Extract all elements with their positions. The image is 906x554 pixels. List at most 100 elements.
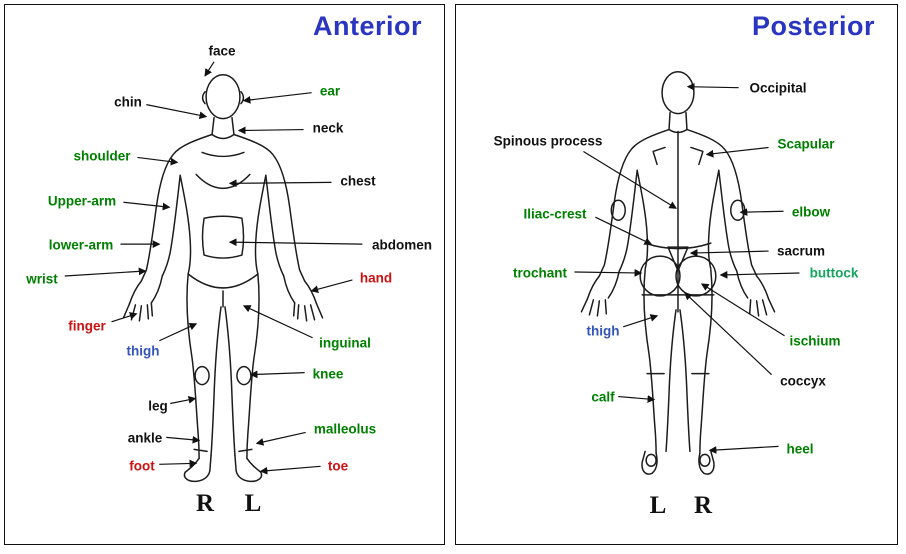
figure-path (309, 304, 316, 321)
figure-path (195, 173, 251, 190)
figure-path (596, 300, 601, 317)
figure-path (645, 453, 657, 468)
pointer-arrow (684, 292, 772, 376)
orientation-letter-l: L (649, 492, 667, 519)
pointer-arrow (146, 104, 208, 120)
figure-path (246, 273, 260, 460)
label-spinous-process: Spinous process (493, 133, 603, 149)
label-thigh: thigh (586, 323, 620, 339)
figure-path (146, 304, 150, 320)
label-chest: chest (340, 173, 376, 189)
pointer-arrow (705, 146, 769, 158)
figure-path (652, 146, 666, 166)
figure-path (699, 453, 711, 468)
pointer-arrow (574, 269, 643, 277)
figure-path (610, 199, 626, 221)
label-heel: heel (786, 441, 814, 457)
pointer-arrow (719, 270, 800, 279)
label-wrist: wrist (26, 271, 58, 287)
figure-path (665, 309, 677, 453)
figure-path (735, 270, 749, 299)
figure-path (643, 269, 657, 455)
label-knee: knee (312, 366, 344, 382)
pointer-arrow (137, 156, 179, 166)
figure-path (644, 242, 712, 250)
figure-path (748, 299, 752, 315)
figure-path (233, 133, 306, 282)
figure-path (586, 275, 601, 300)
pointer-arrow (255, 431, 306, 446)
figure-path (194, 365, 210, 386)
figure-path (179, 174, 192, 275)
figure-path (161, 174, 181, 277)
pointer-arrow (166, 435, 201, 444)
label-lower-arm: lower-arm (48, 237, 114, 253)
pointer-arrow (618, 395, 656, 403)
label-occipital: Occipital (749, 80, 807, 96)
figure-path (231, 116, 235, 136)
figure-path (667, 246, 689, 272)
pointer-arrow (249, 370, 305, 379)
figure-path (186, 273, 200, 460)
label-buttock: buttock (809, 265, 859, 281)
pointer-arrow (242, 92, 312, 104)
figure-path (201, 215, 245, 259)
label-foot: foot (129, 458, 155, 474)
figure-path (150, 302, 154, 317)
pointer-arrow (310, 279, 353, 293)
figure-path (755, 275, 770, 300)
orientation-letter-r: R (195, 490, 215, 517)
label-iliac-crest: Iliac-crest (523, 206, 587, 222)
label-ischium: ischium (789, 333, 841, 349)
pointer-arrow (228, 238, 363, 247)
label-shoulder: shoulder (73, 148, 131, 164)
panel-title-posterior: Posterior (751, 11, 875, 41)
figure-path (138, 305, 143, 322)
label-toe: toe (327, 458, 349, 474)
label-upper-arm: Upper-arm (47, 193, 117, 209)
figure-path (205, 73, 241, 120)
pointer-arrow (170, 396, 197, 405)
figure-path (607, 270, 621, 299)
figure-path (193, 448, 208, 453)
figure-path (122, 303, 131, 319)
figure-path (187, 273, 259, 289)
pointer-arrow (242, 305, 313, 339)
figure-path (767, 298, 776, 313)
figure-path (150, 275, 164, 304)
figure-path (238, 448, 253, 453)
label-hand: hand (359, 270, 393, 286)
figure-path (201, 90, 206, 105)
figure-path (296, 304, 300, 320)
pointer-arrow (623, 314, 659, 328)
figure-path (686, 128, 758, 277)
pointer-arrow (700, 283, 785, 337)
figure-path (211, 133, 235, 140)
pointer-arrow (228, 179, 332, 188)
figure-path (718, 169, 738, 272)
figure-path (761, 299, 768, 316)
figure-path (234, 454, 263, 483)
figure-path (755, 300, 760, 317)
pointer-arrow (64, 267, 147, 277)
label-inguinal: inguinal (319, 335, 371, 351)
pointer-arrow (159, 323, 198, 342)
figure-path (210, 306, 222, 457)
label-scapular: Scapular (777, 136, 835, 152)
figure-path (254, 174, 267, 275)
figure-path (661, 71, 695, 115)
figure-path (315, 303, 324, 319)
figure-path (580, 298, 589, 313)
label-leg: leg (148, 398, 168, 414)
orientation-letter-l: L (244, 490, 262, 517)
figure-path (282, 275, 296, 304)
figure-path (201, 151, 245, 158)
label-thigh: thigh (126, 343, 160, 359)
figure-path (224, 306, 236, 457)
pointer-arrow (689, 249, 769, 257)
label-malleolus: malleolus (313, 421, 377, 437)
pointer-arrow (123, 201, 171, 211)
